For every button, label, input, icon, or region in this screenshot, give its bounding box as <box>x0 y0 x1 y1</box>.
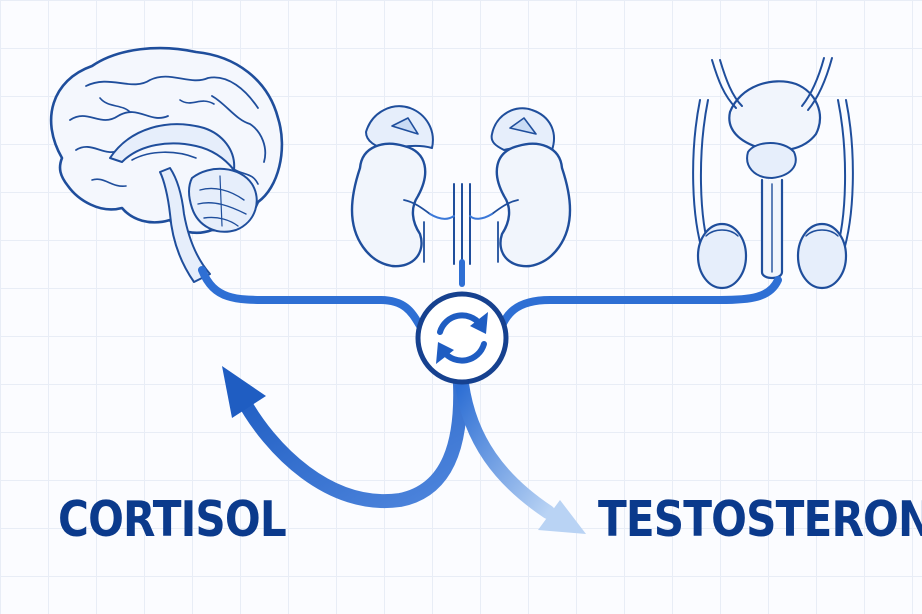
male-reproductive-system-icon <box>692 57 854 290</box>
brain-icon <box>49 46 284 283</box>
reproductive-pathway <box>496 276 782 334</box>
cycle-arrows-icon <box>415 291 509 385</box>
testosterone-arrow <box>455 377 586 534</box>
brain-pathway <box>198 266 428 336</box>
cortisol-label: CORTISOL <box>58 491 287 548</box>
kidneys-adrenal-glands-icon <box>350 105 572 268</box>
cortisol-arrow <box>222 366 468 509</box>
testosteron-label: TESTOSTERON <box>598 491 922 548</box>
connection-pathways <box>198 259 782 336</box>
